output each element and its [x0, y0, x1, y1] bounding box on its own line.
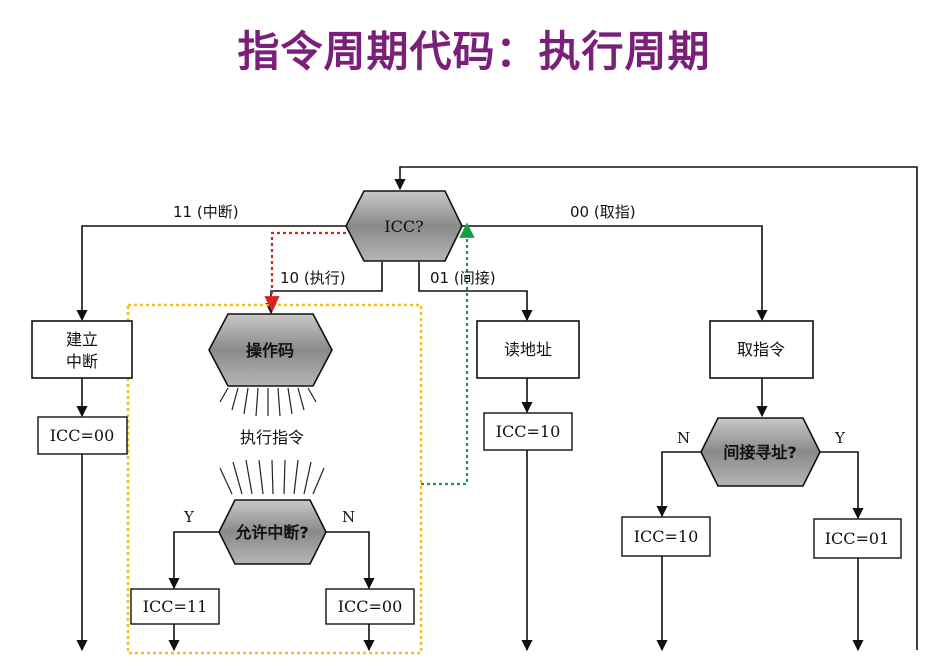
execution-rays-bottom: [219, 459, 325, 495]
edge-label-indirect: 01 (间接): [430, 269, 496, 287]
icc-assign-fetch-no: ICC=10: [621, 516, 711, 557]
green-path-return-to-icc: [421, 222, 475, 486]
set-interrupt-line1: 建立: [66, 330, 98, 349]
page-title: 指令周期代码：执行周期: [237, 27, 711, 76]
allow-interrupt-decision: 允许中断?: [218, 499, 327, 565]
icc-decision-label: ICC?: [384, 217, 423, 236]
set-interrupt-line2: 中断: [66, 352, 98, 371]
icc-assign-allow-yes-text: ICC=11: [143, 597, 208, 616]
edge-label-fetch: 00 (取指): [570, 203, 636, 221]
read-address-box: 读地址: [476, 320, 580, 379]
edge-label-interrupt: 11 (中断): [173, 203, 239, 221]
fetch-instruction-box: 取指令: [709, 320, 814, 379]
icc-decision: ICC?: [345, 190, 463, 262]
red-path-icc-to-opcode: [264, 231, 346, 312]
icc-assign-allow-no-text: ICC=00: [338, 597, 403, 616]
indirect-addressing-decision: 间接寻址?: [700, 417, 821, 487]
icc-assign-indirect-text: ICC=10: [496, 422, 561, 441]
allow-interrupt-label: 允许中断?: [234, 523, 308, 542]
edge-label-allow-yes: Y: [183, 508, 195, 526]
icc-assign-interrupt-text: ICC=00: [50, 426, 115, 445]
edge-indirect: [418, 262, 533, 322]
edge-label-indirect-no: N: [677, 429, 690, 447]
icc-assign-allow-no: ICC=00: [325, 588, 415, 625]
read-address-label: 读地址: [504, 340, 552, 359]
edge-fetch: [462, 225, 768, 322]
edge-label-indirect-yes: Y: [834, 429, 846, 447]
loop-back-line: [394, 166, 918, 650]
icc-assign-indirect: ICC=10: [483, 412, 573, 451]
icc-assign-allow-yes: ICC=11: [130, 588, 220, 625]
edge-label-execute: 10 (执行): [280, 269, 346, 287]
icc-assign-interrupt: ICC=00: [37, 416, 128, 455]
icc-assign-fetch-yes: ICC=01: [813, 518, 902, 559]
execute-instruction-label: 执行指令: [240, 428, 304, 447]
edge-interrupt: [76, 225, 346, 322]
opcode-node: 操作码: [208, 313, 333, 387]
opcode-label: 操作码: [246, 341, 294, 360]
fetch-instruction-label: 取指令: [737, 340, 785, 359]
set-interrupt-box: 建立 中断: [31, 320, 133, 379]
icc-assign-fetch-yes-text: ICC=01: [825, 529, 890, 548]
connector-lines: [76, 166, 918, 652]
indirect-addressing-label: 间接寻址?: [723, 443, 796, 462]
icc-assign-fetch-no-text: ICC=10: [634, 527, 699, 546]
edge-label-allow-no: N: [342, 508, 355, 526]
execution-rays-top: [219, 387, 317, 417]
